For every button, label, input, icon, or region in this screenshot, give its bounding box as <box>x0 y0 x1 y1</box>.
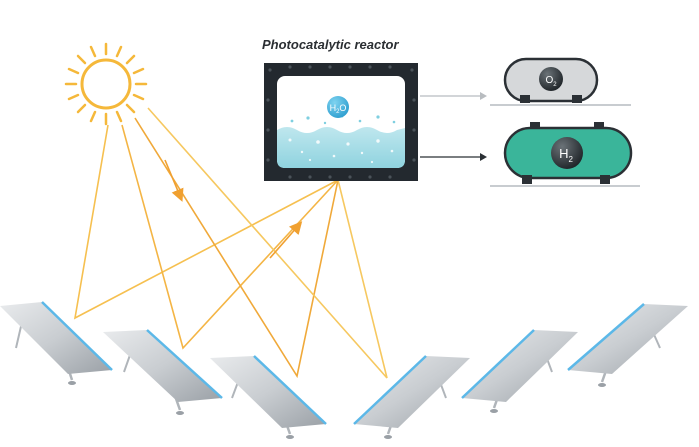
light-ray <box>134 117 339 379</box>
reactor-rivets <box>266 65 416 179</box>
solar-mirror-array <box>0 301 688 439</box>
solar-mirror-icon <box>567 303 688 387</box>
solar-mirror-icon <box>210 355 327 439</box>
output-arrows <box>420 92 487 161</box>
solar-mirror-icon <box>353 355 470 439</box>
svg-text:H2: H2 <box>559 146 573 164</box>
light-ray <box>73 124 339 320</box>
solar-mirror-icon <box>0 301 113 385</box>
ray-arrow <box>269 221 303 259</box>
reactor-water <box>277 127 405 168</box>
bubbles <box>288 138 394 164</box>
solar-mirror-icon <box>461 329 578 413</box>
light-ray <box>147 107 388 379</box>
light-ray <box>121 124 339 350</box>
svg-text:H2O: H2O <box>330 103 347 115</box>
photocatalytic-reactor: H2O <box>264 63 418 181</box>
ray-arrow <box>164 159 184 202</box>
svg-text:O2: O2 <box>545 75 557 88</box>
light-rays <box>73 107 388 379</box>
hydrogen-tank: H2 <box>490 122 640 187</box>
reactor-title: Photocatalytic reactor <box>262 37 399 52</box>
solar-mirror-icon <box>103 329 223 415</box>
water-molecule: H2O <box>327 96 349 118</box>
oxygen-tank: O2 <box>490 57 631 106</box>
sun-icon <box>64 42 148 126</box>
